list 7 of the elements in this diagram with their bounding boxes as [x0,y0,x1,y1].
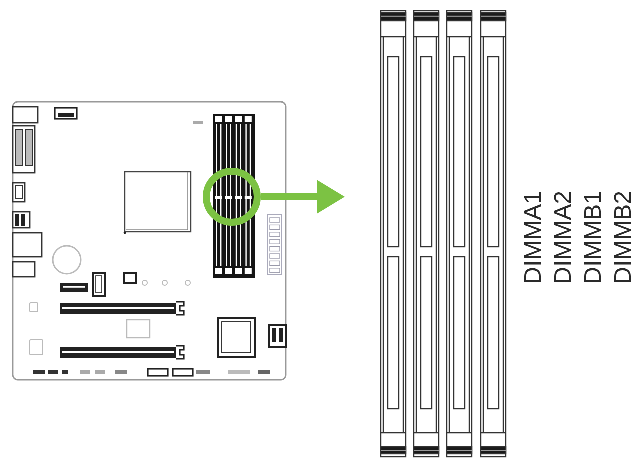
slot-label: DIMMB1 [582,190,606,284]
motherboard-drawing [12,101,288,382]
slot-label: DIMMB2 [612,190,636,284]
slot-label: DIMMA2 [552,190,576,284]
highlight-circle [203,168,261,226]
slot-label: DIMMA1 [522,190,546,284]
arrow [261,180,345,214]
